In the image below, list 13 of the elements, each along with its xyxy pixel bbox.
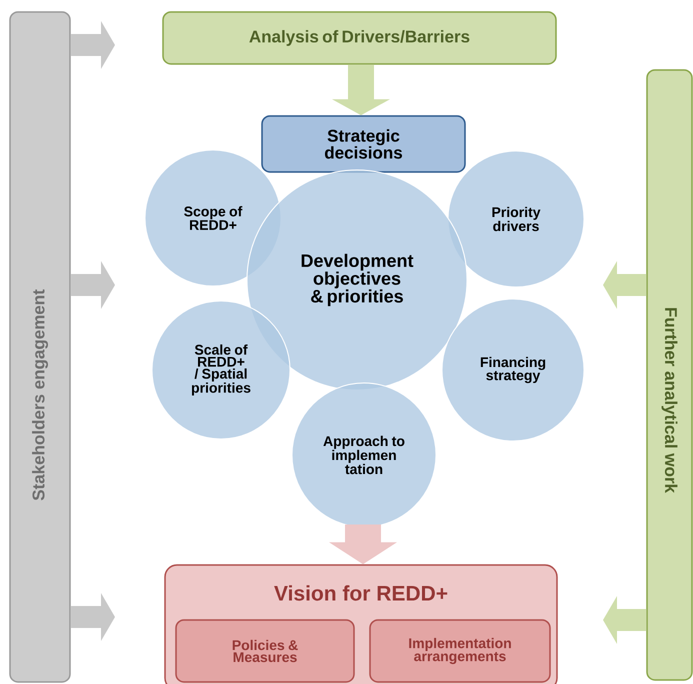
- block-arrow: [70, 593, 115, 641]
- block-arrow: [603, 596, 646, 644]
- header-box: Analysis of Drivers/Barriers: [162, 11, 557, 65]
- decision-box: Strategic decisions: [261, 115, 466, 173]
- side-bar: Further analytical work: [646, 69, 693, 681]
- block-arrow: [70, 261, 115, 309]
- block-arrow: [603, 261, 646, 309]
- side-bar: Stakeholders engagement: [9, 11, 71, 683]
- block-arrow: [332, 64, 390, 116]
- block-arrow: [70, 21, 115, 69]
- block-arrow: [329, 524, 397, 564]
- sub-box: Policies & Measures: [175, 619, 355, 683]
- sub-box: Implementation arrangements: [369, 619, 551, 683]
